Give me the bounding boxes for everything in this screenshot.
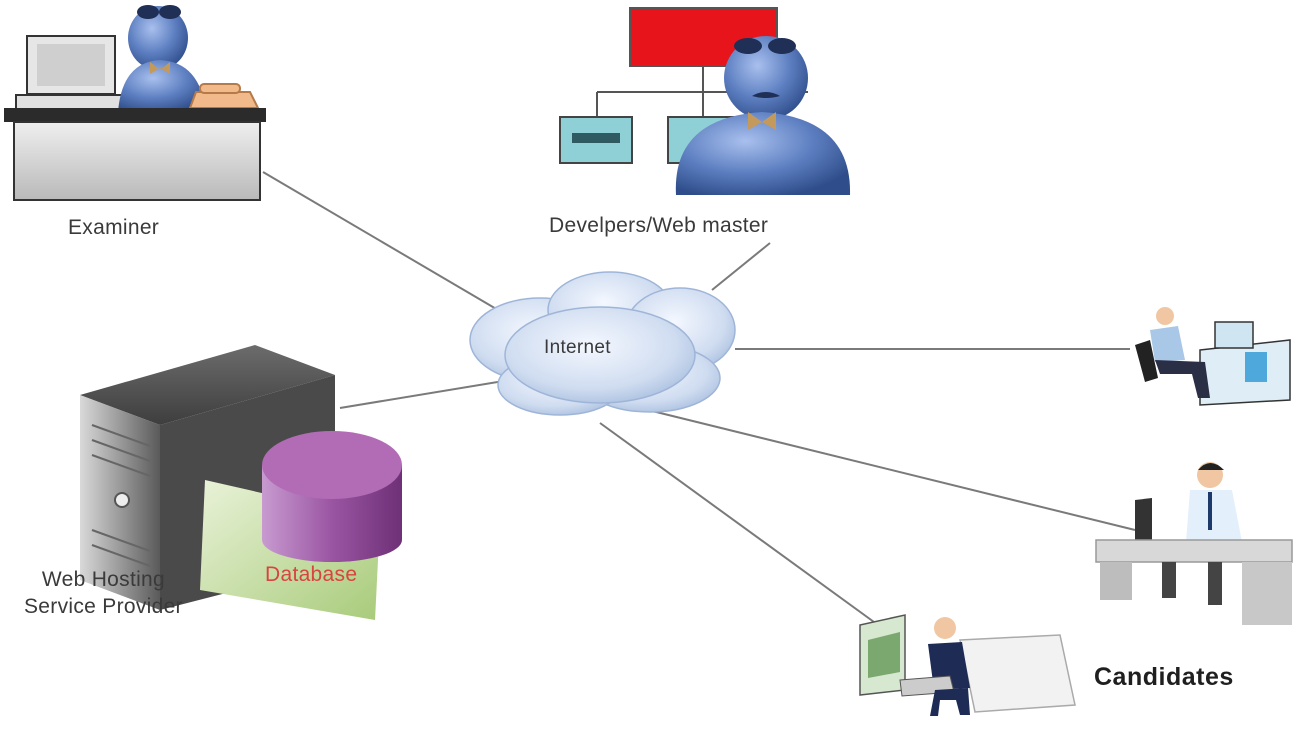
- database-cylinder-icon: [200, 431, 402, 620]
- connector-candidate-2: [639, 407, 1136, 531]
- candidates-label: Candidates: [1094, 663, 1234, 691]
- candidate-on-laptop-icon: [1095, 462, 1293, 625]
- examiner-at-desk-icon: [4, 5, 266, 201]
- database-label: Database: [265, 563, 358, 586]
- cloud-icon: [469, 271, 736, 416]
- hosting-label-line-1: Web Hosting: [41, 568, 165, 591]
- developers-label: Develpers/Web master: [549, 214, 769, 237]
- connector-lines: [262, 171, 1136, 631]
- examiner-label: Examiner: [68, 216, 160, 239]
- hosting-label: Web Hosting Service Provider: [24, 566, 183, 620]
- candidate-at-desk-icon: [1135, 307, 1291, 406]
- connector-candidate-3: [599, 422, 886, 631]
- hosting-label-line-2: Service Provider: [24, 595, 183, 618]
- connector-examiner: [262, 171, 499, 311]
- internet-label: Internet: [544, 337, 611, 358]
- candidate-on-couch-icon: [859, 614, 1076, 716]
- connector-developer: [711, 242, 771, 291]
- developer-with-org-chart-icon: [559, 7, 851, 195]
